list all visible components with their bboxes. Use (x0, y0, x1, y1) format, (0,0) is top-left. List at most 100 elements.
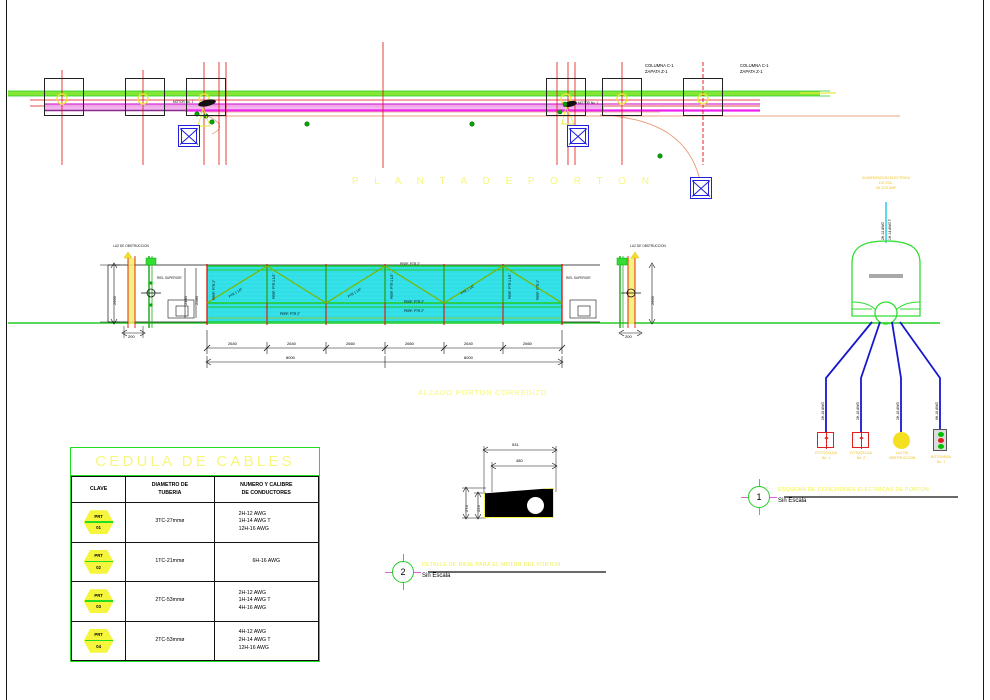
member-label: PERF. PTR 1 1/2" (390, 273, 394, 299)
prt-tag-icon: PRT 01 (83, 510, 114, 535)
cell-key: PRT 04 (70, 620, 127, 661)
header-conductors-l1: NUMERO Y CALIBRE (240, 481, 293, 488)
elevation-base-dim-right: 200 (625, 334, 632, 339)
foundation-pad (690, 177, 712, 199)
member-label: PERF. PTR 2" (404, 300, 425, 304)
bay-dim-4: 2660 (405, 341, 414, 346)
table-row: PRT 02 1TC-21mmø 6H-16 AWG (70, 541, 320, 582)
cell-key: PRT 01 (70, 502, 127, 543)
device-label-l1: BOTONERA (930, 455, 952, 459)
column-label-2: COLUMNA C-1 ZAPATA Z-1 (740, 63, 769, 76)
branch-wire-label-3: 2H-16 AWG (896, 402, 900, 420)
motor-dim-531: 531 (512, 442, 519, 447)
member-label: PERF. PTR 2" (212, 279, 216, 300)
key-prefix: PRT (94, 513, 103, 519)
device-label-l2: No. 1 (821, 455, 831, 460)
callout-tick-down (758, 508, 760, 515)
cell-key: PRT 03 (70, 581, 127, 622)
motor-dim-223: 223 (476, 505, 481, 512)
bay-dim-5: 2640 (464, 341, 473, 346)
bay-dim-2: 2640 (287, 341, 296, 346)
cell-key: PRT 02 (70, 541, 127, 582)
conductor-line-3: 12H-16 AWG (238, 526, 269, 533)
key-prefix: PRT (94, 592, 103, 598)
feed-line-1: ALIMENTACION ELECTRICA (862, 176, 910, 180)
branch-wire-label-4: 6H-16 AWG (935, 402, 939, 420)
bay-dim-1: 2640 (228, 341, 237, 346)
photocell-device-1: ✦ (817, 432, 834, 449)
pad-inner (693, 180, 709, 196)
footing-label-line2: ZAPATA Z-1 (740, 69, 763, 75)
callout-tick-down (402, 583, 404, 590)
member-label: PERF. PTR 2" (400, 262, 421, 266)
conductor-line-1: 4H-12 AWG (238, 629, 267, 636)
overall-dim-left: 8000 (286, 355, 295, 360)
cell-diameter: 3TC-27mmø (125, 502, 215, 543)
callout-scale: Sin Escala (422, 573, 451, 579)
callout-number[interactable]: 2 (392, 561, 414, 583)
callout-tick-left (741, 496, 748, 498)
lamp-note-left: LUZ DE OBSTRUCCION (113, 244, 149, 248)
footing-label-line1: ZAPATA Z-1 (645, 69, 668, 75)
column-label-line2: COLUMNA C-1 (740, 63, 769, 68)
motor-dim-480: 480 (516, 458, 523, 463)
key-number: 02 (96, 564, 101, 570)
elevation-base-dim-left: 200 (128, 334, 135, 339)
obstruction-lamp-icon (893, 432, 910, 449)
cable-schedule-caption: CEDULA DE CABLES (71, 448, 319, 476)
callout-title: DETALLE DE BASE PARA EL MOTOR DEL PORTON (422, 562, 561, 568)
callout-tick-left (385, 571, 392, 573)
pushbutton-station-icon (933, 429, 947, 451)
member-label: PERF. PTR 1 1/2" (272, 273, 276, 299)
photocell-glyph: ✦ (858, 434, 865, 443)
bay-dim-6: 2660 (523, 341, 532, 346)
callout-tick-up (758, 479, 760, 486)
photocell-glyph: ✦ (823, 434, 830, 443)
prt-tag-icon: PRT 04 (83, 628, 114, 653)
cell-conductors: 2H-12 AWG 1H-14 AWG T 4H-16 AWG (213, 581, 320, 622)
elevation-title: ALZADO PORTON CORREDIZO (418, 388, 548, 397)
electrical-schematic-geometry (825, 202, 941, 432)
device-label-l1: FOTOCELDA (850, 451, 872, 455)
conductor-line-2: 1H-14 AWG T (238, 518, 271, 525)
plan-column-box (44, 78, 84, 116)
feed-line-3: 2H 1C9 AMP (875, 186, 897, 191)
header-diameter-l1: DIAMETRO DE (151, 481, 189, 488)
conductor-line-3: 4H-16 AWG (238, 605, 267, 612)
callout-rules (428, 496, 958, 573)
plan-column-box (186, 78, 226, 116)
feed-wire-label-1: 2H-12 AWG (881, 222, 885, 240)
rail-note-right: RIEL SUPERIOR (566, 276, 591, 280)
key-number: 03 (96, 604, 101, 610)
callout-title: ESQUEMA DE CONEXIONES ELECTRICAS DE PORT… (778, 487, 930, 493)
feed-line-2: 110 VOL. (878, 181, 894, 186)
cell-conductors: 6H-16 AWG (213, 541, 320, 582)
elevation-dim-2280: 2280 (194, 296, 199, 305)
cable-schedule-table: CEDULA DE CABLES CLAVE DIAMETRO DE TUBER… (70, 447, 320, 662)
plan-view-geometry (8, 42, 900, 181)
member-label: PERF. PTR 1 1/2" (508, 273, 512, 299)
power-feed-label: ALIMENTACION ELECTRICA 110 VOL. 2H 1C9 A… (836, 176, 936, 191)
header-conductors: NUMERO Y CALIBRE DE CONDUCTORES (213, 476, 320, 503)
photocell-label-2: FOTOCELDA No. 2 (831, 451, 891, 461)
callout-number[interactable]: 1 (748, 486, 770, 508)
plan-column-box (683, 78, 723, 116)
plan-motor-note-right: MOTOR No. 1 (578, 101, 599, 105)
table-row: PRT 01 3TC-27mmø 2H-12 AWG 1H-14 AWG T 1… (70, 502, 320, 543)
button-lamp-2 (938, 438, 944, 443)
prt-tag-icon: PRT 03 (83, 589, 114, 614)
cell-diameter: 2TC-53mmø (125, 620, 215, 661)
foundation-pad (567, 125, 589, 147)
device-label-l1: LUZ DE (895, 451, 909, 455)
plan-column-box (602, 78, 642, 116)
cell-conductors: 4H-12 AWG 2H-14 AWG T 12H-16 AWG (213, 620, 320, 661)
motor-base-detail-geometry (462, 446, 558, 520)
device-label-l2: No. 1 (936, 459, 946, 464)
callout-scale: Sin Escala (778, 498, 807, 504)
conductor-line-2: 2H-14 AWG T (238, 636, 271, 643)
table-row: PRT 03 2TC-53mmø 2H-12 AWG 1H-14 AWG T 4… (70, 581, 320, 622)
plan-view-title: P L A N T A D E P O R T O N (352, 176, 656, 187)
cable-schedule-title: CEDULA DE CABLES (95, 453, 295, 470)
pad-inner (181, 128, 197, 144)
